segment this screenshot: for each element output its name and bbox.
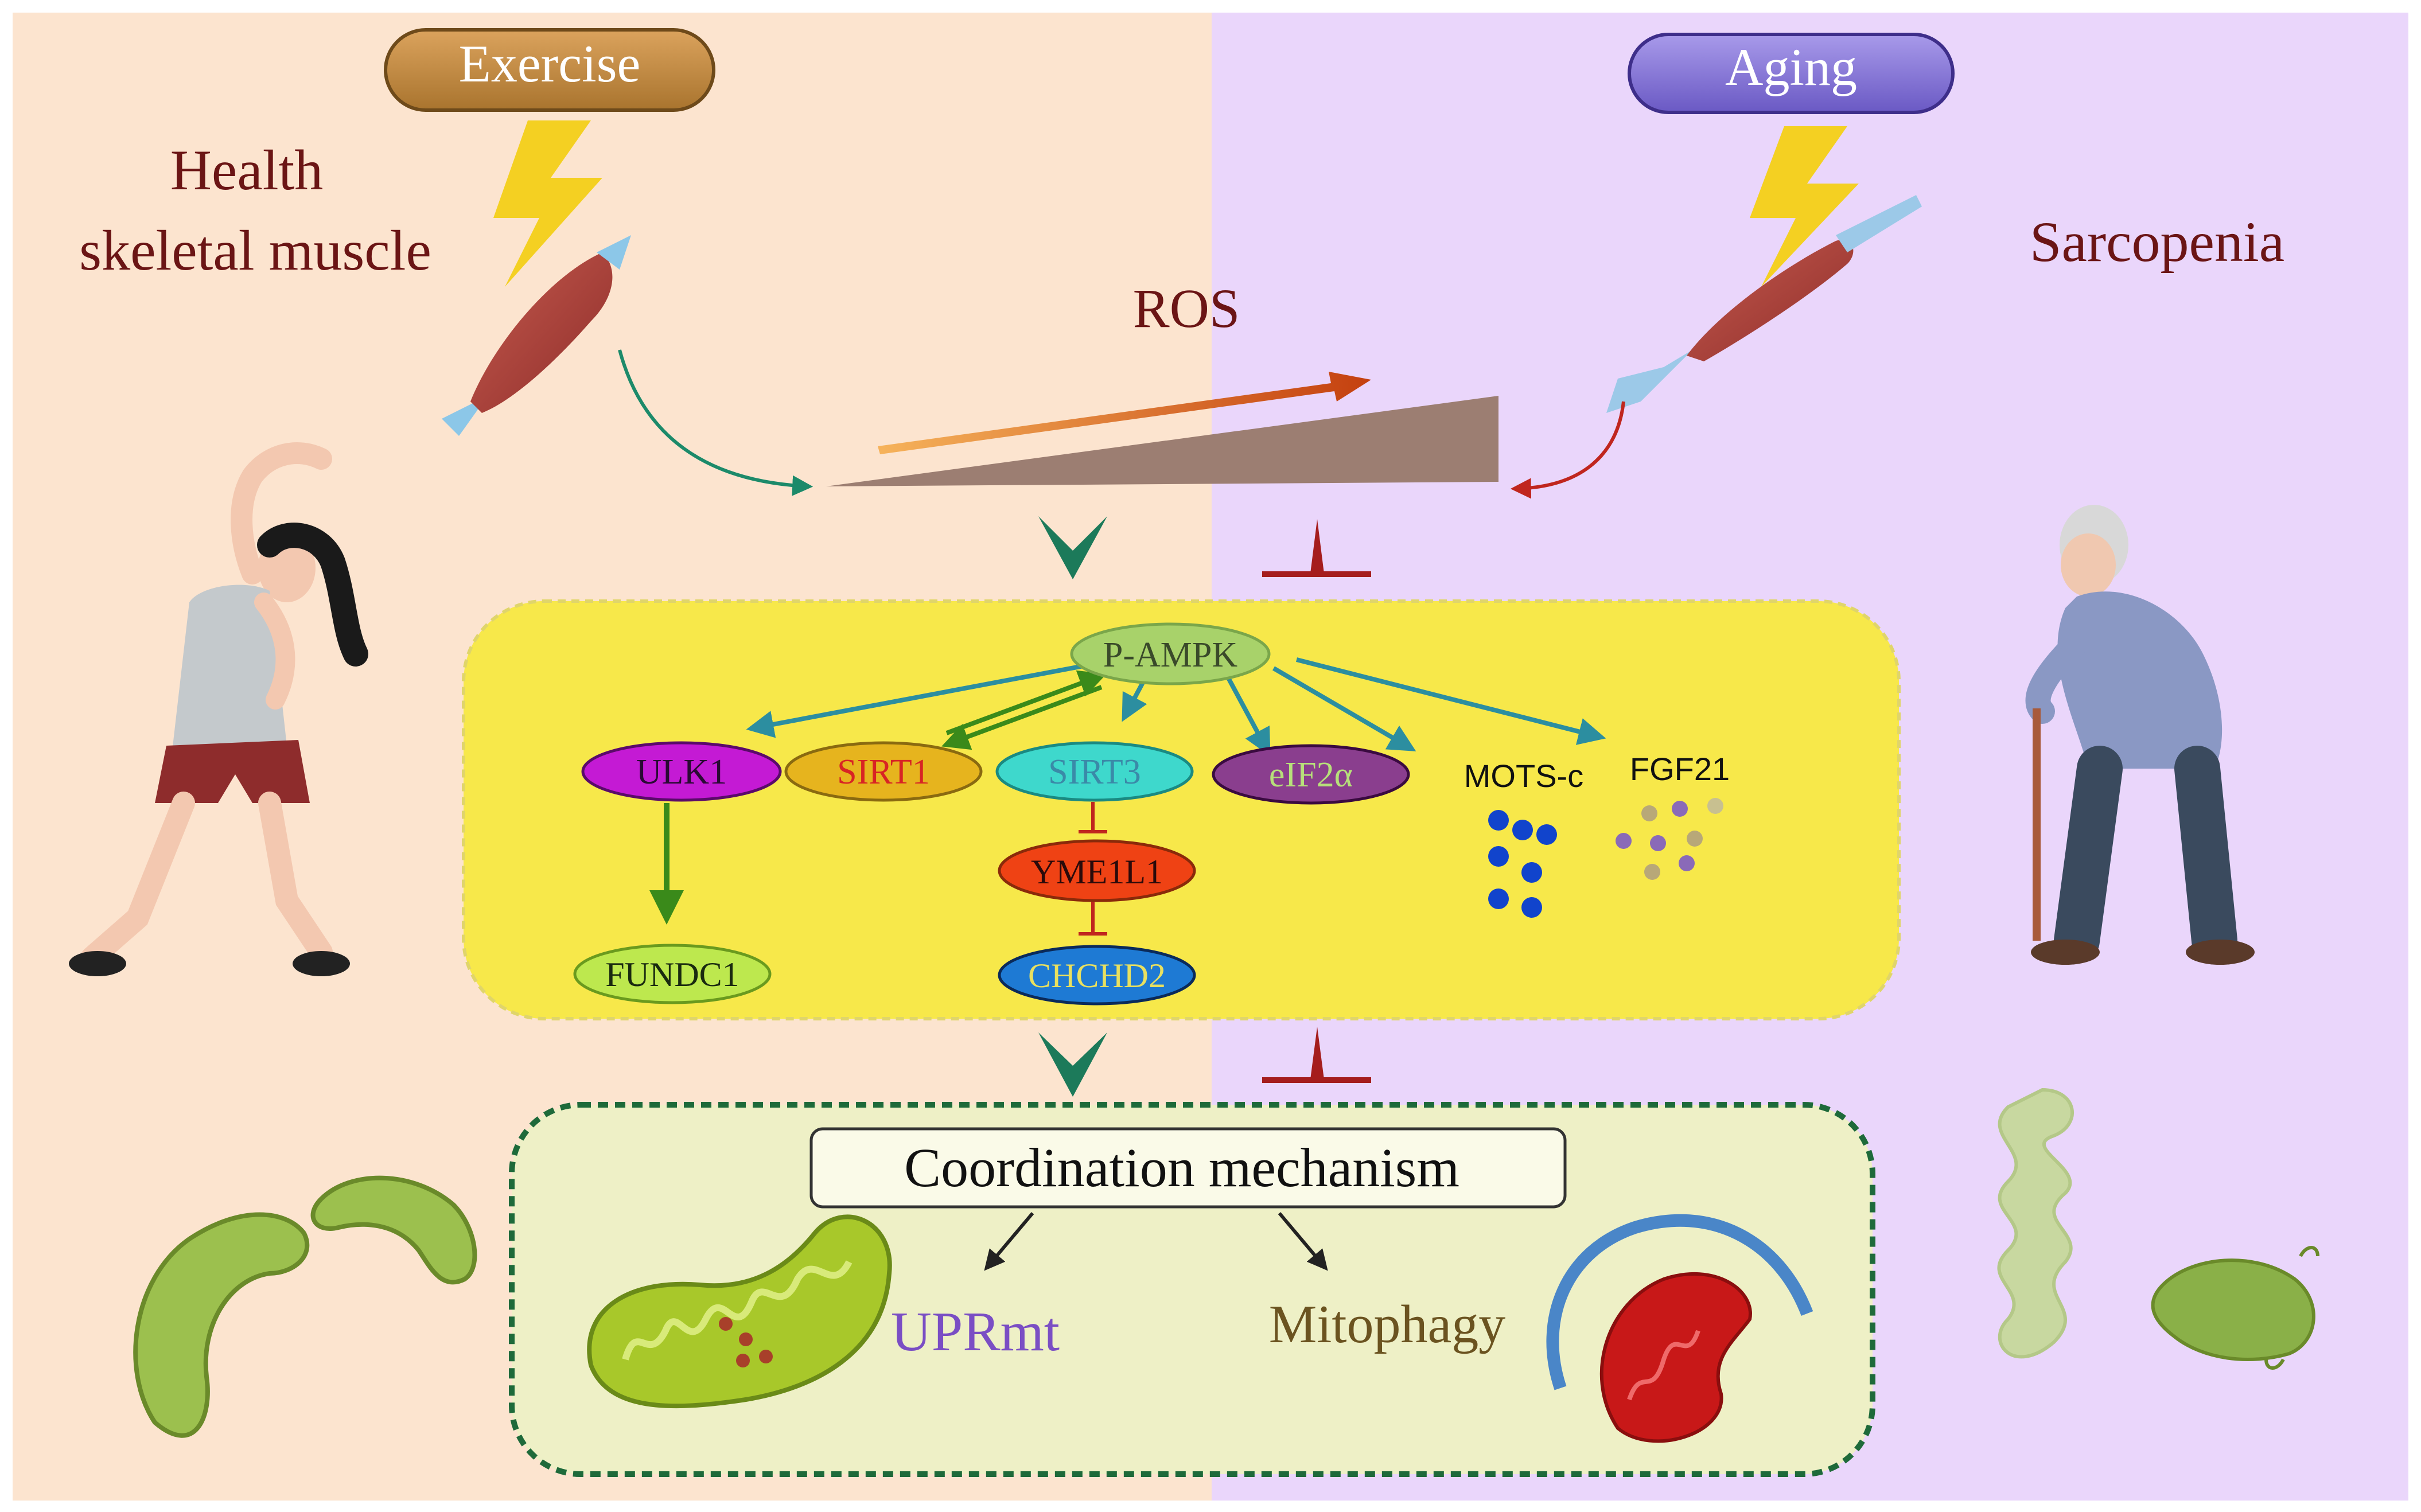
fgf21-label: FGF21 [1630,751,1730,787]
promote-arrow-lower [1038,1032,1107,1097]
sirt1-label: SIRT1 [837,753,930,792]
aging-label-pill: Aging [1628,33,1955,114]
yme1l1-node [998,839,1196,902]
yme1l1-label: YME1L1 [1031,853,1163,891]
ros-rising-arrow [878,372,1371,454]
lightning-bolt-icon-left [493,120,602,287]
sirt3-inhibits-yme1l1 [1079,802,1107,833]
exercising-woman-illustration [69,442,368,976]
health-label-line2: skeletal muscle [79,219,431,282]
elderly-man-illustration [2025,505,2255,965]
exercise-label: Exercise [459,34,641,93]
lightning-bolt-icon-right [1750,126,1859,287]
sirt1-ampk-arrows [941,670,1107,750]
mitophagy-icon [1546,1214,1813,1443]
fundc1-label: FUNDC1 [605,956,739,993]
sirt3-label: SIRT3 [1048,753,1141,792]
chchd2-node [998,945,1196,1006]
coordination-to-uprmt-arrow [984,1212,1034,1271]
health-label-line1: Health [170,138,324,202]
damaged-mitochondria-icon [1997,1088,2319,1370]
coordination-title-box [809,1127,1567,1209]
sirt1-node [784,741,983,802]
exercise-label-pill: Exercise [384,28,715,112]
healthy-mitochondria-icon [133,1175,477,1438]
fundc1-node [573,944,772,1004]
inhibit-marker-lower [1262,1027,1371,1083]
ros-label: ROS [1133,278,1240,339]
p-ampk-arrows [746,657,1606,757]
chchd2-label: CHCHD2 [1028,957,1166,995]
promote-arrow-upper [1038,516,1107,579]
atrophied-muscle-icon [1606,195,1922,413]
fgf21-particles [1616,798,1723,880]
eif2a-label: eIF2α [1269,755,1353,794]
ulk1-label: ULK1 [636,753,727,792]
uprmt-label: UPRmt [891,1301,1060,1363]
sirt3-node [995,741,1194,802]
ulk1-node [581,741,782,802]
coordination-title: Coordination mechanism [904,1137,1459,1198]
exercise-to-ros-curve-arrow [618,349,814,496]
mitophagy-label: Mitophagy [1269,1295,1506,1354]
mots-c-particles [1488,810,1557,918]
yme1l1-inhibits-chchd2 [1079,902,1107,936]
healthy-muscle-icon [442,235,631,436]
aging-label: Aging [1725,38,1857,96]
sarcopenia-label: Sarcopenia [2030,210,2284,274]
pathway-box [462,599,1901,1020]
eif2a-node [1212,744,1410,805]
p-ampk-node [1070,622,1271,685]
inhibit-marker-upper [1262,519,1371,577]
coordination-to-mitophagy-arrow [1278,1212,1328,1271]
aging-to-ros-curve-arrow [1510,401,1625,499]
uprmt-mitochondrion-icon [587,1214,892,1409]
p-ampk-label: P-AMPK [1103,636,1238,675]
ros-wedge [826,396,1498,486]
mots-c-label: MOTS-c [1464,758,1583,794]
